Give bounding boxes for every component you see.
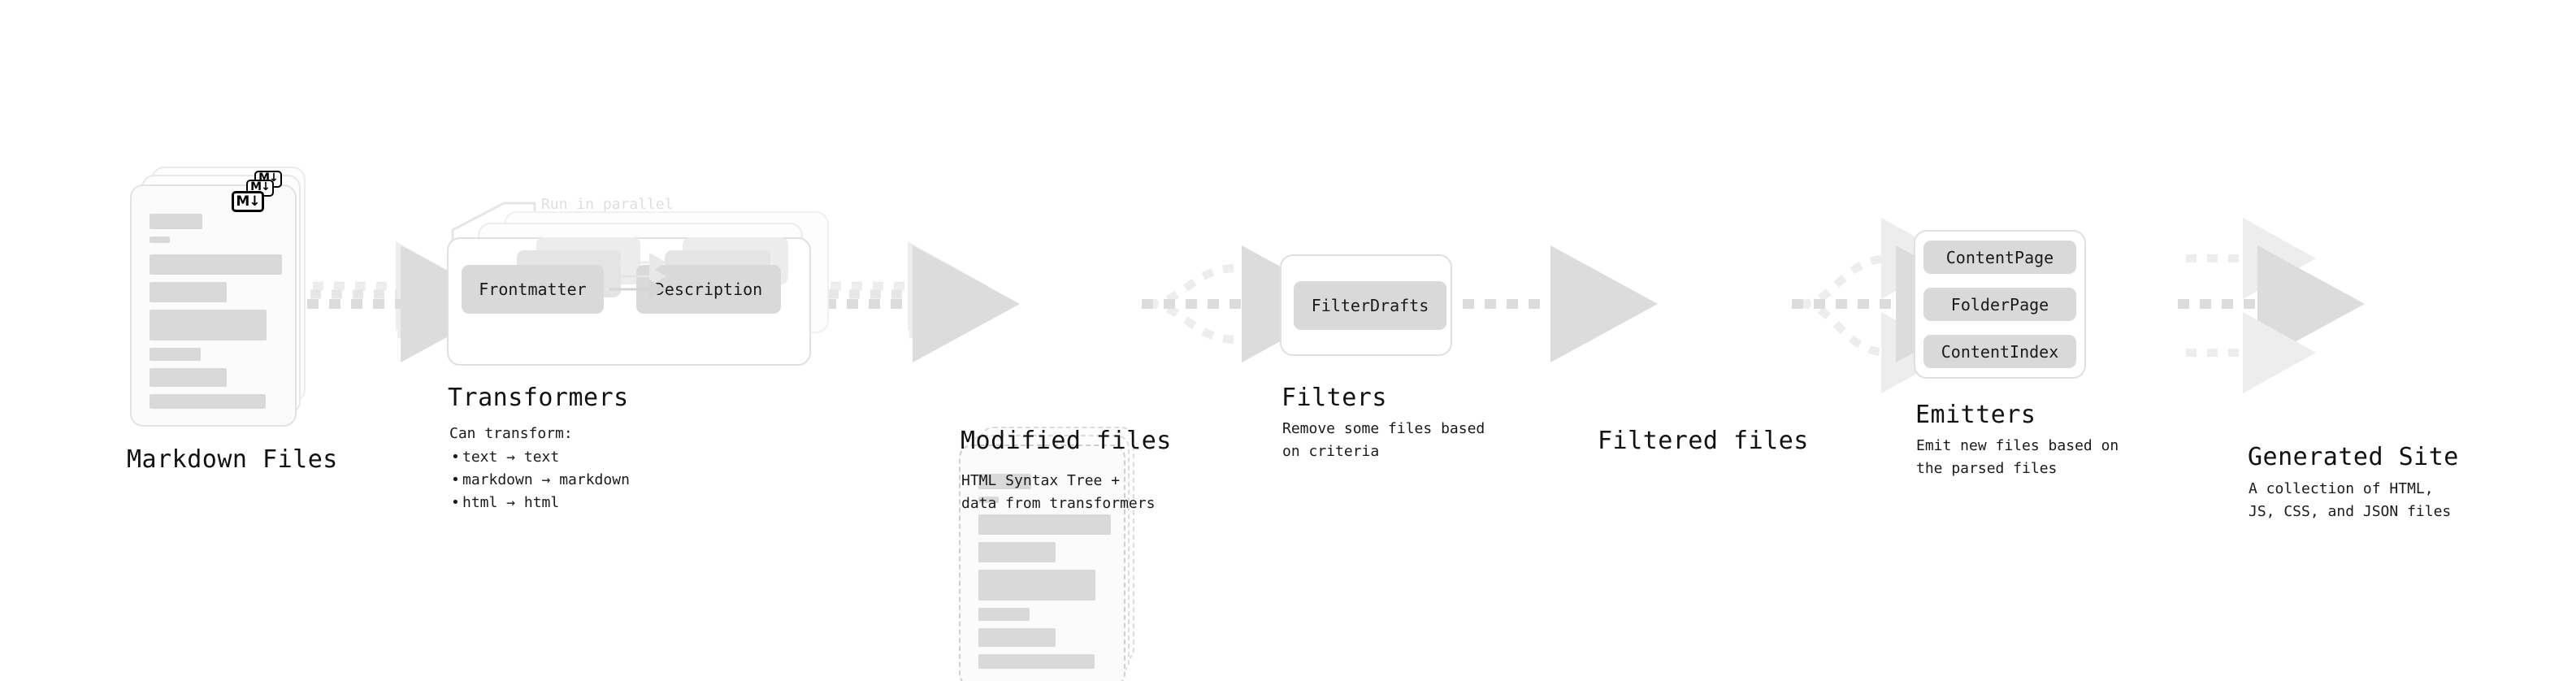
stage-modified-files (959, 427, 1146, 681)
filters-title: Filters (1281, 384, 1387, 412)
generated-site-title: Generated Site (2248, 443, 2459, 471)
markdown-card-front (130, 184, 297, 427)
transformer-chip-description[interactable]: Description (636, 265, 781, 314)
modified-files-title: Modified files (961, 427, 1172, 455)
stage-emitters: ContentPage FolderPage ContentIndex (1914, 230, 2101, 380)
transformer-chip-description-label: Description (654, 280, 763, 299)
transformers-caption-item: markdown → markdown (449, 469, 630, 492)
arrow-emitters-to-site (2178, 218, 2365, 393)
filtered-files-title: Filtered files (1598, 427, 1809, 455)
transformers-caption-lead: Can transform: (449, 425, 573, 442)
stage-markdown-files: M↓ M↓ M↓ (130, 167, 317, 427)
emitters-chip-folderpage-label: FolderPage (1950, 294, 2049, 314)
emitters-chip-contentpage[interactable]: ContentPage (1923, 241, 2076, 274)
transformer-chip-frontmatter[interactable]: Frontmatter (462, 265, 604, 314)
emitters-caption: Emit new files based on the parsed files (1916, 437, 2119, 477)
transformers-caption-item: html → html (449, 492, 630, 514)
markdown-skeleton-bars (150, 214, 282, 416)
markdown-icon: M↓ (232, 191, 264, 212)
transformers-title: Transformers (448, 384, 629, 412)
run-in-parallel-label: Run in parallel (541, 196, 674, 213)
filters-chip-filterdrafts[interactable]: FilterDrafts (1294, 281, 1446, 330)
generated-site-caption: A collection of HTML, JS, CSS, and JSON … (2249, 480, 2452, 520)
modified-files-caption: HTML Syntax Tree + data from transformer… (961, 472, 1156, 512)
transformers-caption: Can transform: text → text markdown → ma… (449, 423, 630, 514)
emitters-chip-contentindex-label: ContentIndex (1941, 341, 2059, 362)
arrow-modified-to-filters (1142, 245, 1349, 362)
transformers-caption-list: text → text markdown → markdown html → h… (449, 446, 630, 514)
filters-chip-filterdrafts-label: FilterDrafts (1311, 296, 1429, 315)
modified-skeleton-bars (978, 474, 1111, 676)
modified-card-front (959, 445, 1125, 681)
stage-transformers: Frontmatter Description (439, 211, 845, 366)
stage-filters: FilterDrafts (1280, 254, 1459, 356)
arrow-markdown-to-transformers (307, 241, 508, 362)
markdown-icon-glyph: M↓ (236, 193, 260, 210)
emitters-chip-contentpage-label: ContentPage (1945, 247, 2054, 267)
transformer-chip-frontmatter-label: Frontmatter (479, 280, 587, 299)
emitters-title: Emitters (1915, 401, 2036, 429)
emitters-chip-contentindex[interactable]: ContentIndex (1923, 335, 2076, 368)
arrow-filtered-to-emitters (1792, 218, 2003, 393)
filters-caption: Remove some files based on criteria (1282, 420, 1485, 460)
transformers-caption-item: text → text (449, 446, 630, 469)
markdown-files-title: Markdown Files (127, 445, 338, 474)
emitters-chip-folderpage[interactable]: FolderPage (1923, 288, 2076, 321)
